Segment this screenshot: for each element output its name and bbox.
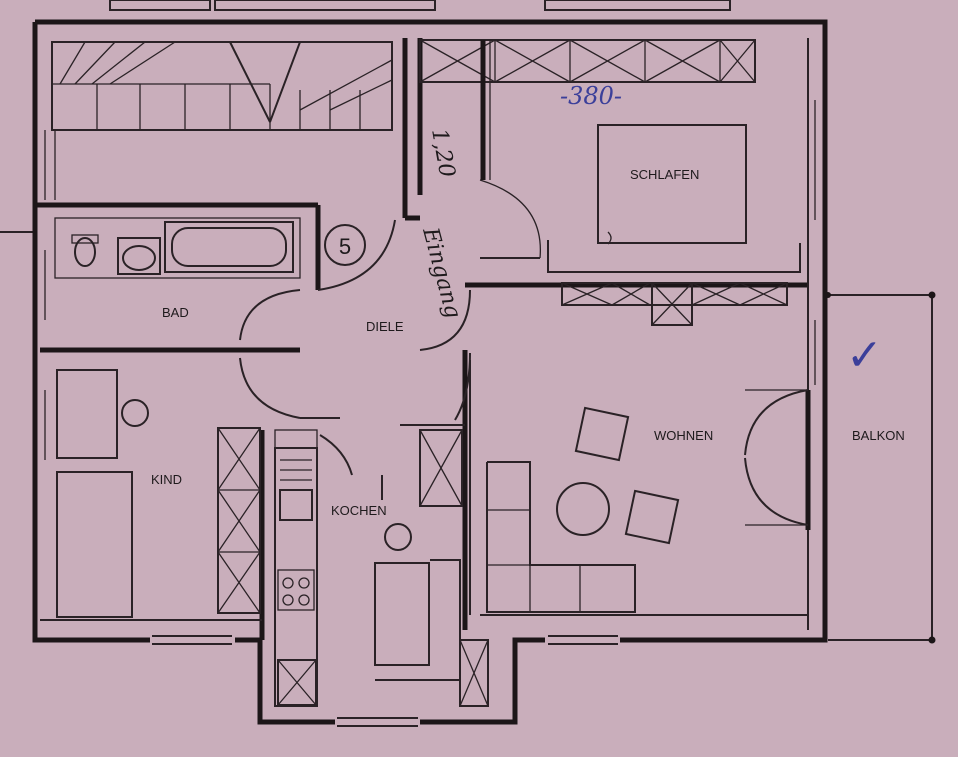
kitchen-units: [274, 429, 489, 707]
room-number: 5: [339, 234, 351, 259]
room-number-marker: 5: [324, 224, 366, 266]
hall-doors: [239, 219, 471, 500]
interior-walls: [35, 38, 809, 640]
room-label-schlafen: SCHLAFEN: [630, 167, 699, 182]
dimension-note: -380-: [560, 82, 622, 110]
top-edge-detail: [0, 0, 731, 233]
staircase: [44, 41, 393, 200]
wardrobe-bedroom: [419, 39, 756, 83]
bathroom-fixtures: [54, 217, 301, 279]
room-label-kind: KIND: [151, 472, 182, 487]
living-room-furniture: [486, 282, 788, 613]
bed: [547, 124, 801, 273]
outer-walls: [32, 19, 828, 727]
room-label-wohnen: WOHNEN: [654, 428, 713, 443]
handwritten-annotations: -380- 1,20 Eingang ✓: [417, 82, 883, 381]
door-width-note: 1,20: [426, 127, 459, 180]
room-labels: SCHLAFEN BAD DIELE WOHNEN BALKON KIND KO…: [151, 167, 905, 518]
balcony-doors: [744, 389, 811, 530]
room-label-bad: BAD: [162, 305, 189, 320]
checkmark: ✓: [846, 330, 883, 381]
balcony: [825, 291, 936, 644]
door-note-word: Eingang: [417, 224, 465, 321]
room-label-kochen: KOCHEN: [331, 503, 387, 518]
room-label-balkon: BALKON: [852, 428, 905, 443]
room-label-diele: DIELE: [366, 319, 404, 334]
side-windows: [44, 100, 816, 460]
kind-furniture: [56, 369, 261, 618]
bedroom-door: [479, 40, 541, 259]
